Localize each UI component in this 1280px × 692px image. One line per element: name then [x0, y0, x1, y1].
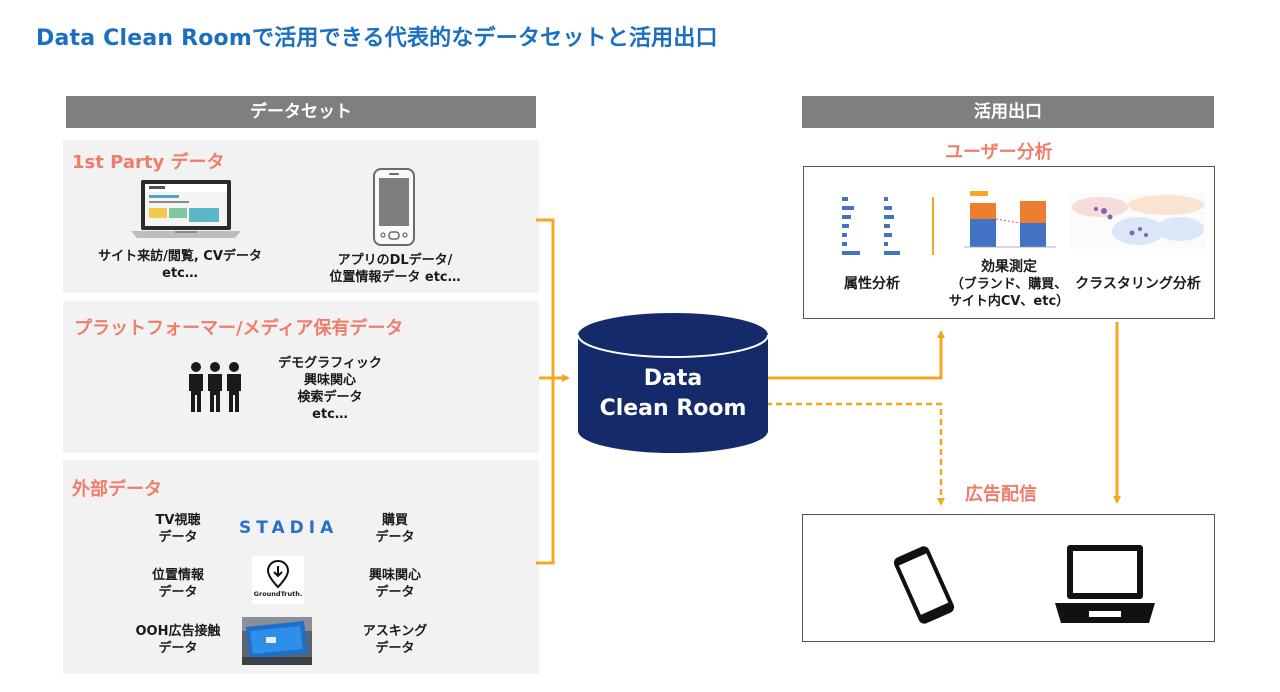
first-party-title: 1st Party データ: [72, 152, 225, 173]
ooh-data-label: OOH広告接触 データ: [128, 623, 228, 657]
platform-data-list: デモグラフィック 興味関心 検索データ etc…: [260, 355, 400, 423]
tv-data-label-line1: TV視聴: [155, 513, 201, 528]
attribute-analysis-label: 属性分析: [844, 276, 900, 292]
attribute-analysis-thumbnail: [842, 197, 934, 255]
smartphone-outline-icon: [893, 546, 955, 624]
effect-measurement-label-line1: 効果測定: [981, 259, 1037, 275]
external-title: 外部データ: [72, 479, 162, 500]
app-data-label: アプリのDLデータ/ 位置情報データ etc…: [300, 252, 490, 286]
tv-data-label: TV視聴 データ: [138, 512, 218, 546]
ooh-data-label-line1: OOH広告接触: [135, 624, 221, 639]
interest-data-label-line1: 興味関心: [368, 568, 421, 583]
ooh-billboard-photo: [242, 617, 312, 669]
exit-header: 活用出口: [802, 96, 1214, 128]
tv-data-label-line2: データ: [158, 530, 198, 545]
output-arrow-ad: [766, 402, 945, 506]
asking-data-label-line1: アスキング: [362, 624, 428, 639]
location-data-label-line2: データ: [158, 585, 198, 600]
groundtruth-logo: GroundTruth.: [252, 556, 304, 604]
interest-data-label-line2: データ: [375, 585, 415, 600]
asking-data-label: アスキング データ: [355, 623, 435, 657]
effect-measurement-thumbnail: [964, 191, 1056, 248]
effect-measurement-label-line3: サイト内CV、etc）: [948, 294, 1070, 309]
groundtruth-logo-text: GroundTruth.: [253, 590, 303, 598]
purchase-data-label-line1: 購買: [381, 513, 408, 528]
user-analysis-box: 属性分析 効果測定 （ブランド、購買、 サイト内CV、etc） クラスタリング分…: [803, 166, 1215, 319]
laptop-icon: [131, 178, 241, 244]
app-data-label-line1: アプリのDLデータ/: [337, 253, 453, 268]
interest-data-label: 興味関心 データ: [355, 567, 435, 601]
effect-measurement-label: 効果測定 （ブランド、購買、 サイト内CV、etc）: [934, 259, 1084, 310]
app-data-label-line2: 位置情報データ etc…: [329, 270, 461, 285]
purchase-data-label: 購買 データ: [355, 512, 435, 546]
purchase-data-label-line2: データ: [375, 530, 415, 545]
clustering-analysis-label: クラスタリング分析: [1075, 276, 1201, 292]
page-title: Data Clean Roomで活用できる代表的なデータセットと活用出口: [36, 26, 718, 51]
clean-room-label: Data Clean Room: [578, 364, 768, 424]
user-analysis-title: ユーザー分析: [945, 142, 1053, 163]
groundtruth-pin-icon: [266, 559, 290, 589]
output-arrow-analysis: [766, 330, 945, 380]
input-bracket: [536, 218, 555, 565]
platform-item-interest: 興味関心: [303, 373, 356, 388]
platform-item-search: 検索データ: [297, 390, 363, 405]
stadia-logo: STADIA: [239, 518, 339, 538]
platform-item-demographic: デモグラフィック: [278, 356, 382, 371]
ad-delivery-title: 広告配信: [965, 484, 1037, 505]
location-data-label: 位置情報 データ: [138, 567, 218, 601]
people-icon: [186, 361, 244, 417]
platform-title: プラットフォーマー/メディア保有データ: [74, 318, 404, 339]
platform-item-etc: etc…: [312, 407, 348, 422]
site-data-label-line2: etc…: [162, 266, 198, 281]
clustering-analysis-thumbnail: [1070, 193, 1206, 249]
clean-room-label-line1: Data: [643, 366, 703, 391]
ooh-data-label-line2: データ: [158, 641, 198, 656]
smartphone-icon: [373, 168, 415, 250]
dataset-header: データセット: [66, 96, 536, 128]
location-data-label-line1: 位置情報: [151, 568, 204, 583]
effect-measurement-label-line2: （ブランド、購買、: [950, 277, 1068, 292]
clean-room-label-line2: Clean Room: [599, 396, 747, 421]
site-data-label-line1: サイト来訪/閲覧, CVデータ: [98, 249, 262, 264]
site-data-label: サイト来訪/閲覧, CVデータ etc…: [75, 248, 285, 282]
asking-data-label-line2: データ: [375, 641, 415, 656]
platform-panel: [63, 301, 539, 453]
ad-delivery-box: [802, 514, 1215, 642]
database-cylinder: [577, 313, 769, 457]
laptop-outline-icon: [1055, 545, 1155, 623]
